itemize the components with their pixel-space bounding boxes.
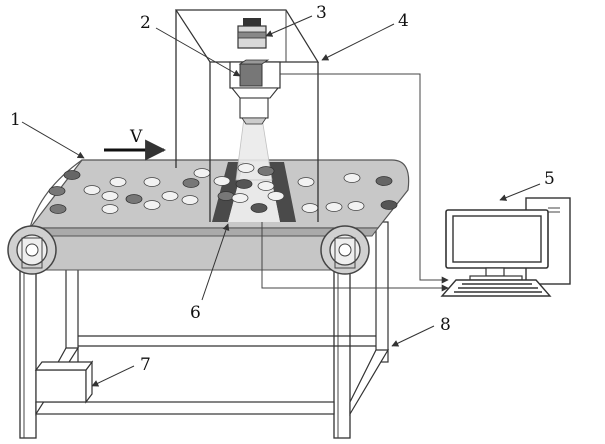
label-motor: 7 <box>140 355 151 375</box>
particles <box>48 163 398 214</box>
lens-assembly <box>229 59 281 125</box>
label-belt: 1 <box>10 110 21 130</box>
camera <box>237 18 267 49</box>
label-4-group: 4 <box>321 11 409 61</box>
label-computer: 5 <box>544 169 555 189</box>
left-roller <box>7 225 57 275</box>
right-roller <box>320 225 370 275</box>
direction-label: V <box>129 127 143 147</box>
label-camera: 3 <box>316 3 327 23</box>
computer <box>440 197 571 297</box>
label-lens: 2 <box>140 13 151 33</box>
label-inspection-zone: 6 <box>190 303 201 323</box>
label-1-group: 1 <box>10 110 85 159</box>
label-frame: 8 <box>440 315 451 335</box>
label-8-group: 8 <box>391 315 451 347</box>
label-enclosure: 4 <box>398 11 409 31</box>
label-3-group: 3 <box>265 3 327 37</box>
label-6-group: 6 <box>190 223 230 323</box>
belt-direction-arrow: V <box>104 127 167 161</box>
label-2-group: 2 <box>140 13 241 77</box>
label-5-group: 5 <box>499 169 555 201</box>
motor <box>34 360 94 404</box>
label-7-group: 7 <box>91 355 151 387</box>
signal-cables <box>261 73 449 292</box>
camera-enclosure <box>174 9 320 222</box>
